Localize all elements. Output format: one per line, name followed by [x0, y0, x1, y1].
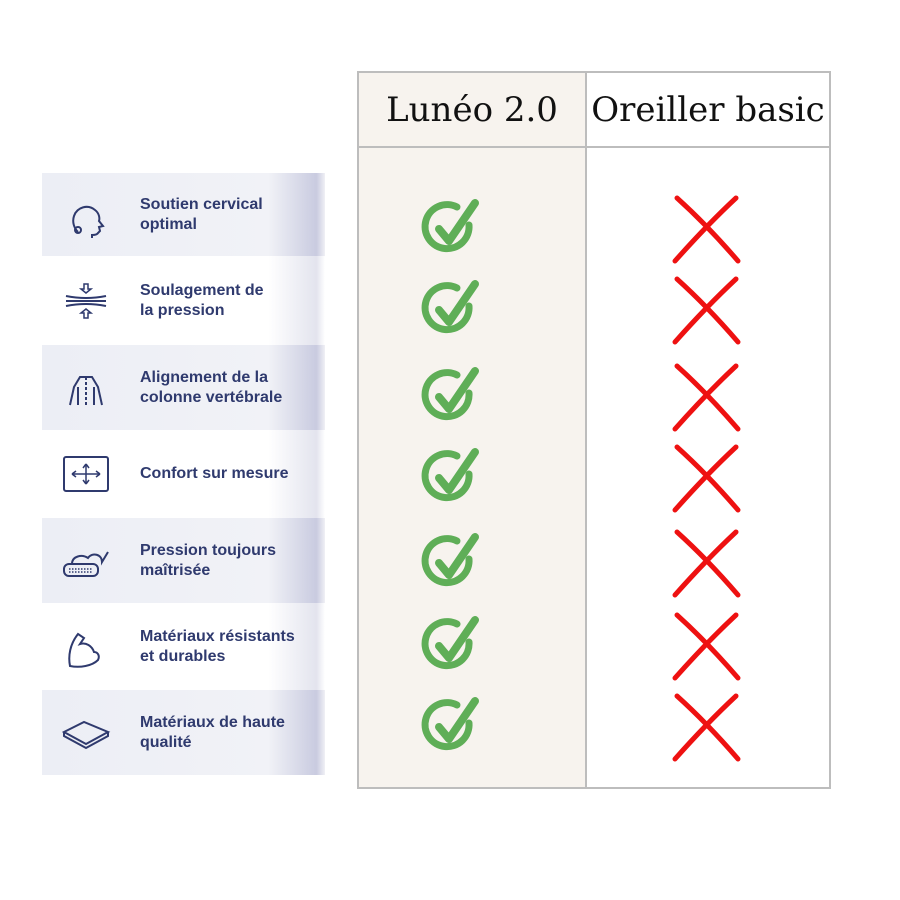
cross-icon — [672, 529, 742, 599]
feature-label: Soulagement de la pression — [140, 281, 264, 319]
feature-label: Matériaux de haute qualité — [140, 713, 285, 751]
feature-label: Soutien cervical optimal — [140, 195, 263, 233]
check-icon — [417, 195, 487, 265]
cross-icon — [672, 363, 742, 433]
feature-row: Alignement de la colonne vertébrale — [42, 345, 325, 430]
check-icon — [417, 276, 487, 346]
feature-row: Soulagement de la pression — [42, 256, 325, 345]
feature-row: Soutien cervical optimal — [42, 173, 325, 256]
competitor-header: Oreiller basic — [591, 89, 825, 130]
feature-row: Matériaux résistants et durables — [42, 603, 325, 690]
check-icon — [417, 363, 487, 433]
product-column — [359, 73, 587, 787]
muscle-arm-icon — [58, 624, 114, 670]
cross-icon — [672, 195, 742, 265]
feature-label: Matériaux résistants et durables — [140, 627, 295, 665]
cross-icon — [672, 612, 742, 682]
header-divider — [359, 146, 829, 148]
head-neck-icon — [58, 192, 114, 238]
resize-arrows-icon — [58, 451, 114, 497]
feature-row: Confort sur mesure — [42, 430, 325, 518]
comparison-table: Lunéo 2.0 Oreiller basic — [357, 71, 831, 789]
pillow-icon — [58, 710, 114, 756]
feature-label: Pression toujours maîtrisée — [140, 541, 277, 579]
spine-icon — [58, 365, 114, 411]
check-icon — [417, 444, 487, 514]
cross-icon — [672, 444, 742, 514]
product-header: Lunéo 2.0 — [386, 89, 558, 130]
pressure-relief-icon — [58, 278, 114, 324]
feature-row: Pression toujours maîtrisée — [42, 518, 325, 603]
feature-row: Matériaux de haute qualité — [42, 690, 325, 775]
cross-icon — [672, 693, 742, 763]
check-icon — [417, 612, 487, 682]
feature-label: Alignement de la colonne vertébrale — [140, 368, 283, 406]
memory-foam-icon — [58, 538, 114, 584]
check-icon — [417, 693, 487, 763]
check-icon — [417, 529, 487, 599]
feature-label: Confort sur mesure — [140, 465, 289, 482]
cross-icon — [672, 276, 742, 346]
